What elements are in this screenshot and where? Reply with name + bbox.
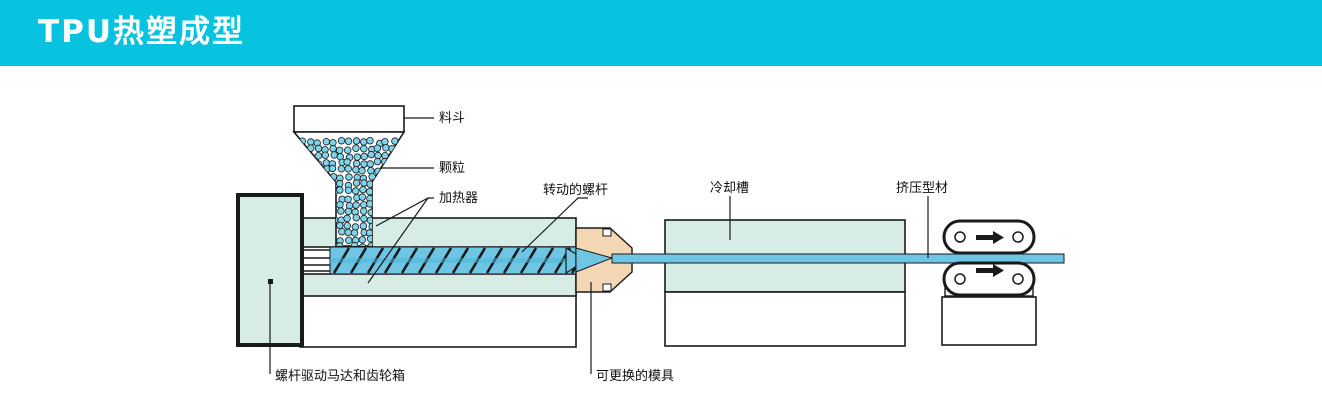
cooling-tank-base bbox=[664, 291, 906, 347]
heater-lower bbox=[299, 273, 577, 297]
label-extrusion: 挤压型材 bbox=[896, 181, 948, 196]
hopper-top bbox=[293, 105, 405, 133]
label-motor: 螺杆驱动马达和齿轮箱 bbox=[275, 368, 405, 384]
page-title: TPU热塑成型 bbox=[38, 14, 246, 50]
label-die: 可更换的模具 bbox=[596, 368, 674, 384]
screw-flights bbox=[330, 247, 576, 274]
label-cooling-tank: 冷却槽 bbox=[710, 181, 749, 196]
label-heater: 加热器 bbox=[439, 191, 478, 206]
header-bar: TPU热塑成型 bbox=[0, 0, 1322, 66]
label-pellets: 颗粒 bbox=[439, 161, 465, 176]
arrow-right-icon bbox=[976, 231, 1004, 244]
haul-off-base bbox=[941, 296, 1037, 346]
label-screw: 转动的螺杆 bbox=[543, 182, 608, 198]
arrow-right-icon bbox=[976, 264, 1004, 277]
haul-off-belt-lower bbox=[942, 261, 1036, 297]
label-hopper: 料斗 bbox=[439, 111, 465, 126]
extruded-profile bbox=[611, 253, 1065, 264]
